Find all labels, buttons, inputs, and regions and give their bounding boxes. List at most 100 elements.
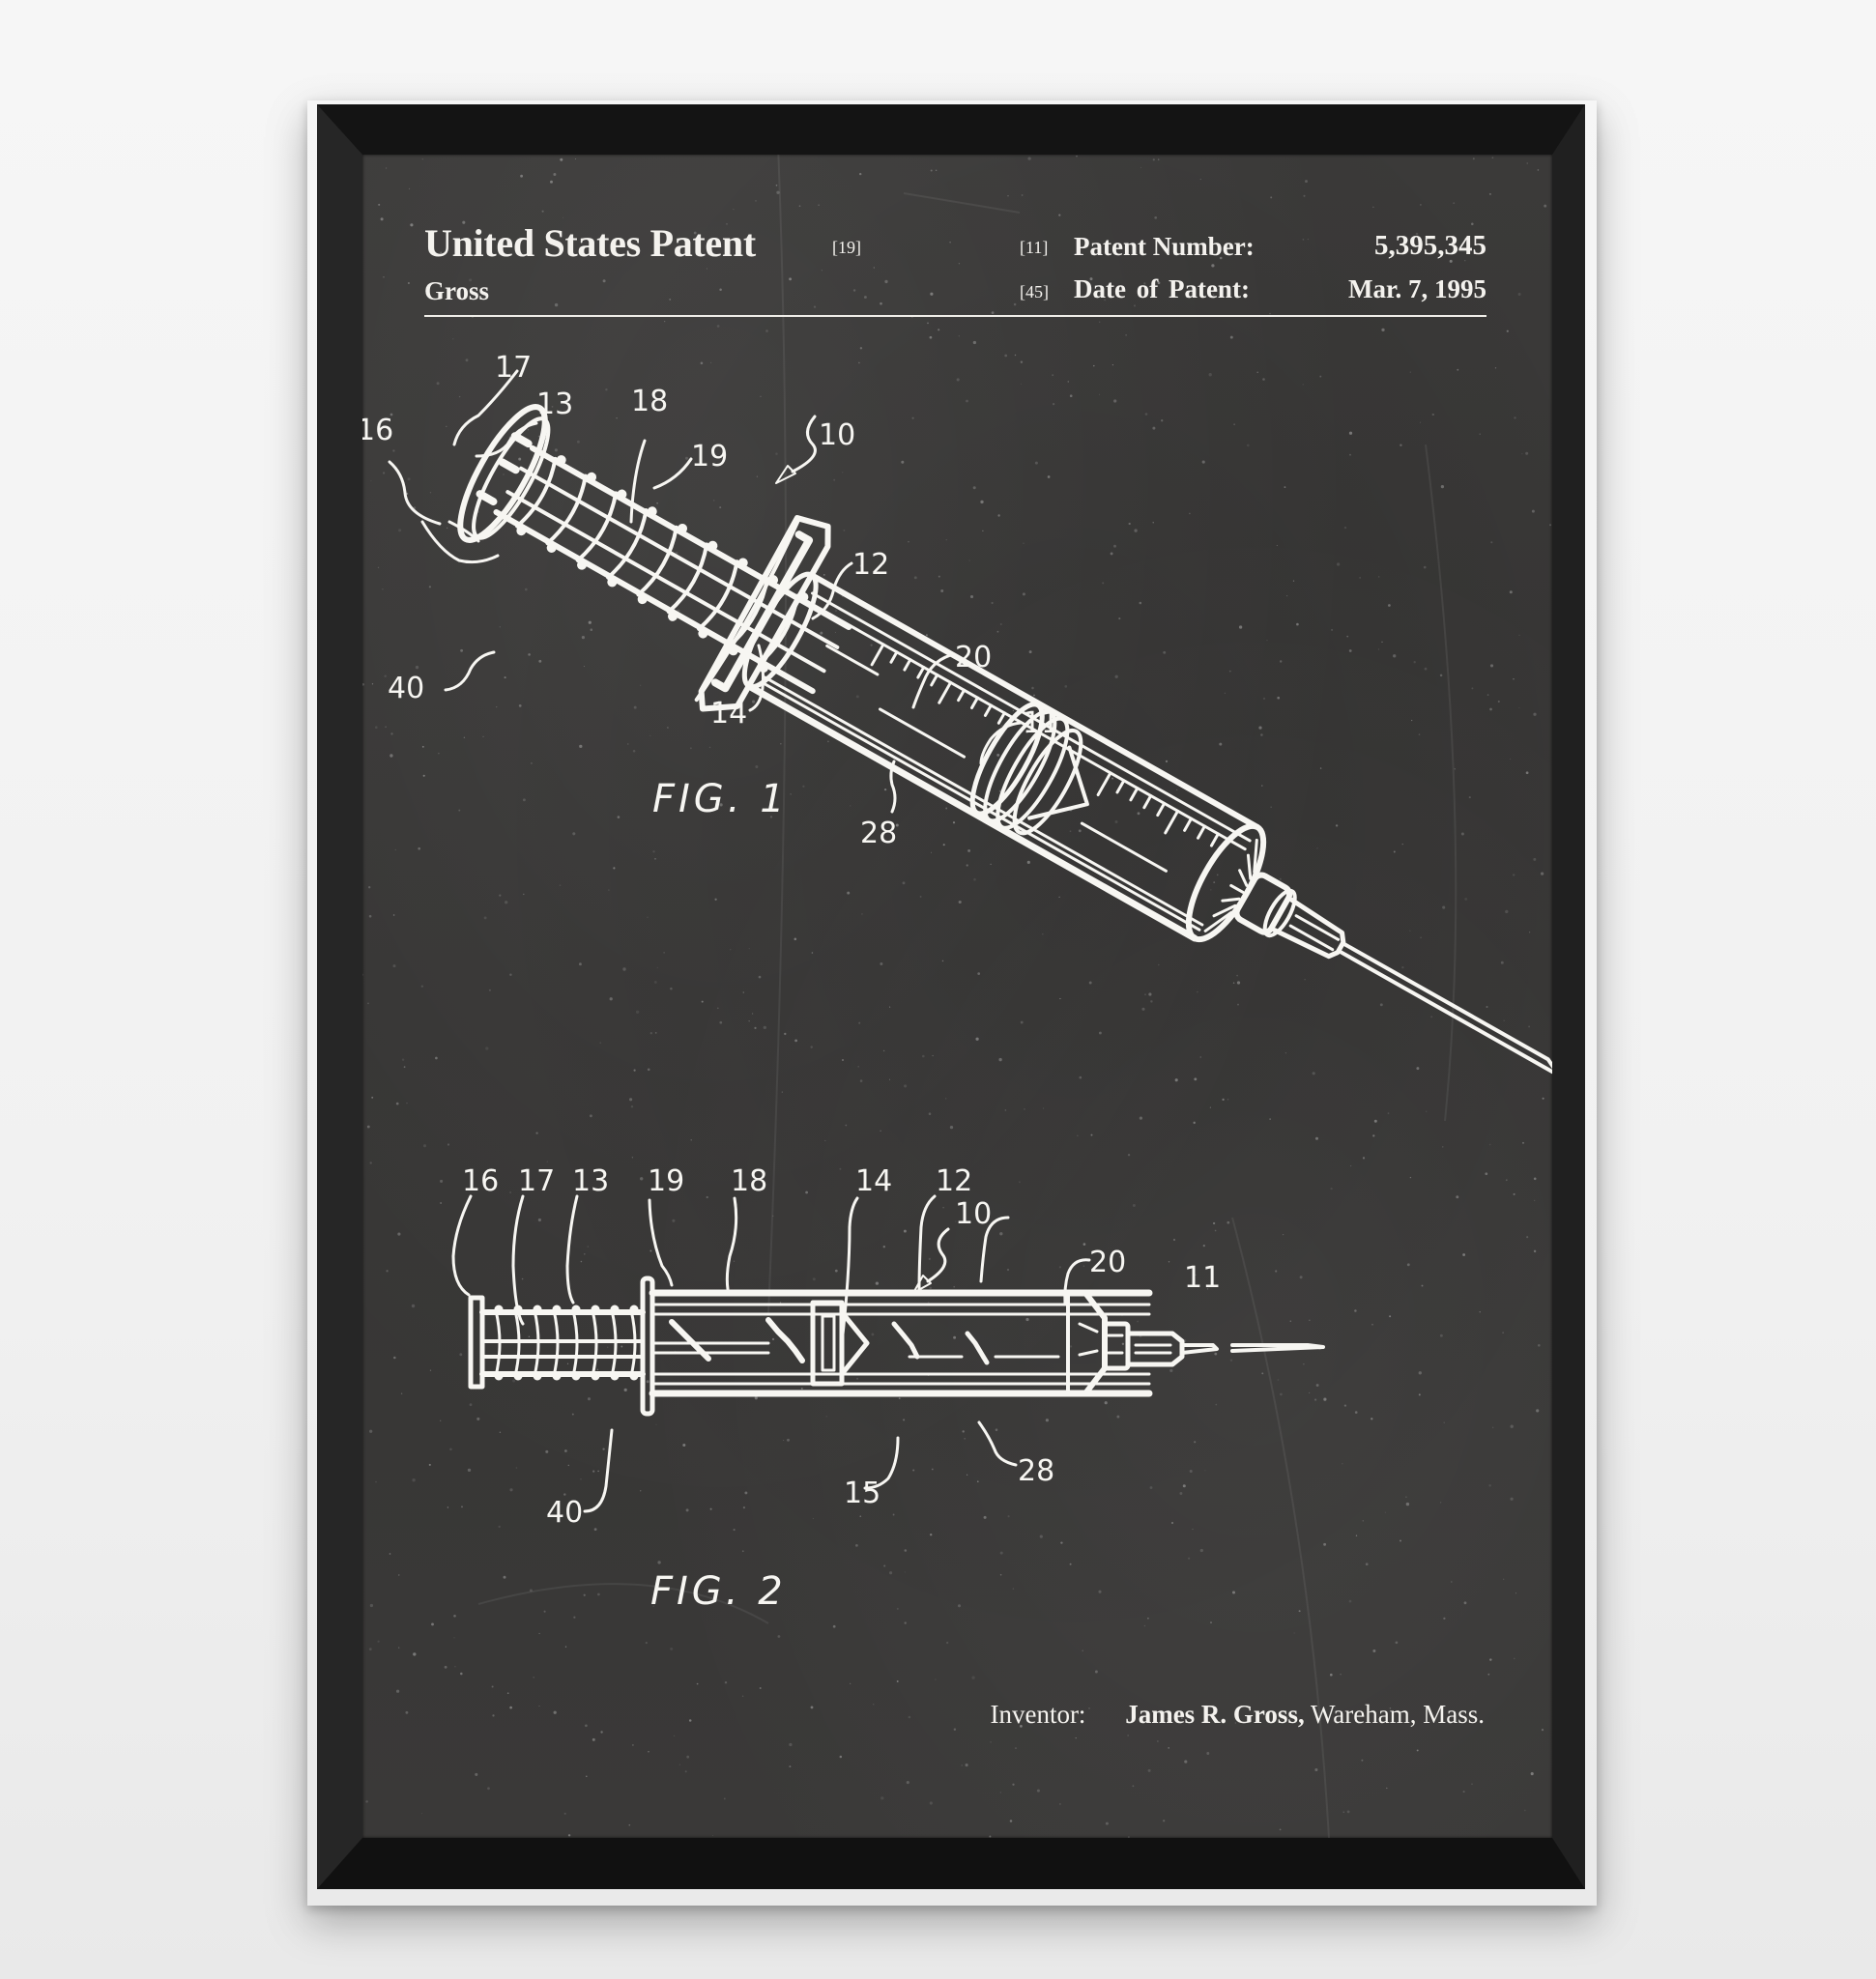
figure-1-syringe-drawing: 16 17 13 18 19 10 40 12 20 14 11 28 FIG.… — [362, 351, 1552, 1077]
fig2-ref-15: 15 — [844, 1477, 880, 1510]
fig1-rib-bump — [516, 526, 527, 536]
inventor-name: James R. Gross, — [1125, 1700, 1305, 1729]
fig1-rib-bump — [556, 455, 566, 466]
fig1-graduation — [1096, 771, 1112, 797]
fig1-rod-rib — [545, 473, 588, 546]
date-value: Mar. 7, 1995 — [1348, 274, 1486, 303]
fig2-rib-bump — [552, 1305, 562, 1314]
fig1-rib-bump — [707, 540, 718, 551]
patent-number-value: 5,395,345 — [1374, 230, 1486, 261]
fig1-rib-bump — [668, 611, 678, 621]
fig1-rib-bump — [546, 542, 557, 553]
frame-bevel-right — [1552, 104, 1585, 1889]
fig1-graduation — [903, 658, 912, 672]
fig1-rib-bump — [607, 577, 618, 588]
fig1-graduation — [1197, 824, 1206, 840]
fig2-ref-13: 13 — [572, 1164, 609, 1198]
fig1-graduation — [1142, 794, 1153, 810]
inventor-label: Inventor: — [990, 1700, 1086, 1729]
fig1-needle — [1336, 941, 1552, 1077]
fig2-rod-rib — [513, 1308, 521, 1378]
fig1-ref-28: 28 — [860, 817, 897, 850]
fig2-rib-bump — [591, 1305, 600, 1314]
fig1-graduation — [1209, 832, 1220, 847]
fig1-cone-line — [1203, 910, 1233, 932]
fig2-label: FIG. 2 — [650, 1569, 787, 1614]
fig2-rod-rib — [552, 1308, 560, 1378]
fig1-graduation — [916, 666, 926, 679]
frame-bevel-left — [317, 104, 362, 1889]
fig1-cone-line — [1253, 838, 1258, 874]
fig1-ref-18: 18 — [631, 385, 668, 418]
fig2-ref-14: 14 — [855, 1164, 892, 1198]
fig2-rod-rib — [533, 1308, 540, 1378]
patent-number-label: Patent Number: — [1074, 232, 1255, 261]
fig1-ref-13: 13 — [536, 387, 573, 421]
fig1-rib-bump — [698, 628, 708, 639]
fig2-barrel — [649, 1289, 1153, 1397]
chalkboard-print: United States Patent [19] Gross [11] Pat… — [362, 155, 1552, 1838]
fig1-graduation — [983, 703, 993, 717]
fig1-graduation — [1164, 809, 1180, 835]
fig1-graduation — [870, 643, 885, 667]
fig2-ref-12: 12 — [936, 1164, 972, 1198]
date-code: [45] — [1020, 282, 1049, 301]
fig1-ref-11: 11 — [1023, 706, 1059, 740]
fig2-rib-bump — [552, 1371, 562, 1381]
fig2-ref-18: 18 — [731, 1164, 767, 1198]
fig1-ref-17: 17 — [495, 351, 532, 385]
fig2-rib-bump — [494, 1305, 504, 1314]
fig2-finger-flange — [640, 1276, 655, 1417]
fig1-rib-bump — [577, 559, 588, 570]
fig1-thumb-flange — [457, 404, 551, 543]
fig1-rod-rib — [606, 508, 649, 580]
fig1-rod-rib — [636, 525, 678, 597]
fig2-rib-bump — [591, 1371, 600, 1381]
fig1-rib-bump — [637, 594, 648, 605]
fig1-cone-line — [1238, 869, 1249, 887]
fig2-rib-bump — [533, 1305, 542, 1314]
fig1-ref-14: 14 — [710, 697, 747, 731]
fig1-cone-line — [1212, 903, 1237, 918]
fig1-rod-rib — [575, 491, 619, 562]
fig1-graduation — [996, 711, 1006, 725]
fig1-rib-bump — [617, 489, 627, 500]
fig2-rod-rib — [629, 1308, 637, 1378]
fig1-ref-19: 19 — [691, 440, 728, 473]
fig1-ref-16: 16 — [362, 414, 393, 447]
fig2-rib-bump — [610, 1371, 620, 1381]
fig1-rib-bump — [587, 472, 597, 482]
fig1-graduation — [1115, 779, 1126, 794]
fig2-rib-bump — [533, 1371, 542, 1381]
fig1-rod-rib — [515, 456, 558, 529]
fig2-needle — [1180, 1343, 1325, 1355]
fig2-ref-11: 11 — [1184, 1261, 1221, 1295]
header-divider — [424, 315, 1486, 317]
fig1-cone-line — [1221, 897, 1241, 903]
inventor-line: Inventor: James R. Gross, Wareham, Mass. — [990, 1700, 1485, 1730]
title-code: [19] — [832, 238, 861, 257]
fig1-graduation — [1156, 801, 1167, 817]
fig1-barrel — [741, 571, 1267, 943]
fig2-rod-rib — [571, 1308, 579, 1378]
fig2-ref-20: 20 — [1089, 1246, 1126, 1279]
fig1-graduation — [957, 688, 967, 703]
fig2-rod-rib — [494, 1308, 502, 1378]
fig1-graduation — [889, 650, 899, 664]
fig2-rib-bump — [494, 1371, 504, 1381]
fig2-rib-bump — [629, 1371, 639, 1381]
assignee-name: Gross — [424, 276, 490, 305]
fig2-ref-40: 40 — [546, 1496, 583, 1530]
patent-title: United States Patent — [424, 221, 756, 265]
fig1-ref-10: 10 — [819, 418, 855, 452]
fig1-cone-line — [1246, 853, 1253, 880]
fig1-label: FIG. 1 — [652, 777, 789, 821]
fig2-rib-bump — [513, 1371, 523, 1381]
fig1-ref-12: 12 — [852, 548, 889, 582]
fig1-graduation — [970, 696, 979, 710]
fig1-graduation — [938, 680, 953, 704]
fig2-rib-bump — [571, 1371, 581, 1381]
fig2-rod-rib — [610, 1308, 618, 1378]
fig2-ref-28: 28 — [1018, 1454, 1054, 1488]
fig1-rib-bump — [678, 524, 688, 534]
